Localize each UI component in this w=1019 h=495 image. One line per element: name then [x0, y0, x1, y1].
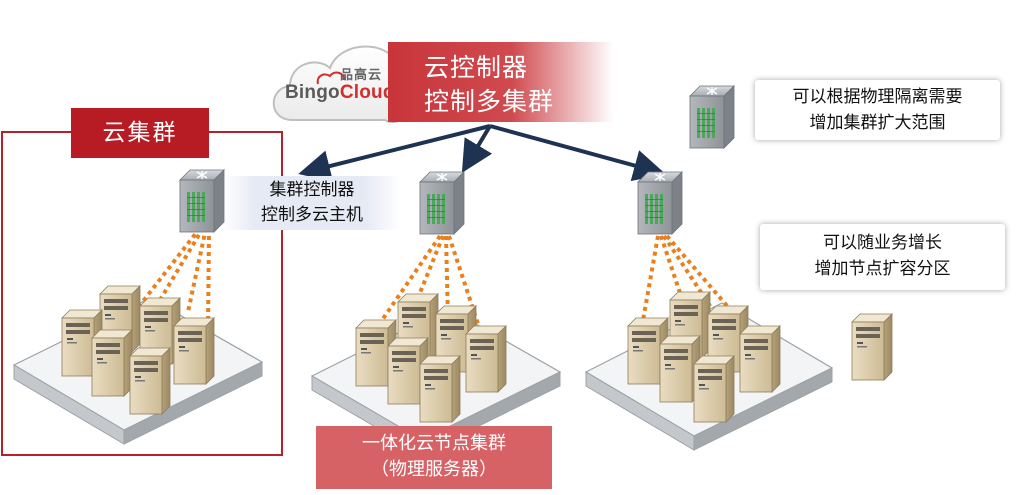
note-growth-line2: 增加节点扩容分区	[814, 259, 951, 279]
cluster-controller-line2: 控制多云主机	[261, 205, 363, 225]
cloud-controller-title: 云控制器	[424, 53, 529, 82]
note-isolation-line2: 增加集群扩大范围	[809, 113, 946, 133]
switch-icon-cluster-middle	[419, 171, 465, 235]
switch-icon-cluster-right	[637, 171, 683, 235]
logo-brand-cn: 品高云	[340, 68, 383, 83]
logo-cloud-text: Cloud	[339, 82, 395, 103]
node-cluster-line2: （物理服务器）	[371, 459, 497, 480]
cloud-controller-banner: 云控制器 控制多集群	[388, 42, 613, 122]
note-growth: 可以随业务增长 增加节点扩容分区	[760, 224, 1005, 290]
switch-icon-new-cluster	[689, 85, 735, 149]
note-isolation-line1: 可以根据物理隔离需要	[792, 87, 963, 107]
cluster-controller-label: 集群控制器 控制多云主机	[223, 176, 401, 230]
node-cluster-line1: 一体化云节点集群	[362, 433, 506, 454]
node-cluster-label: 一体化云节点集群 （物理服务器）	[316, 426, 552, 489]
logo-wordmark: BingoCloud	[285, 82, 395, 104]
cluster-controller-line1: 集群控制器	[269, 180, 355, 200]
cloud-cluster-label: 云集群	[71, 108, 209, 158]
cloud-controller-subtitle: 控制多集群	[424, 87, 555, 116]
links-right	[640, 234, 754, 337]
logo-bingo-text: Bingo	[285, 82, 340, 103]
note-isolation: 可以根据物理隔离需要 增加集群扩大范围	[755, 80, 1000, 140]
links-left	[128, 226, 211, 331]
controller-arrows	[298, 124, 666, 182]
server-icon-new-node	[851, 313, 893, 381]
note-growth-line1: 可以随业务增长	[823, 233, 942, 253]
